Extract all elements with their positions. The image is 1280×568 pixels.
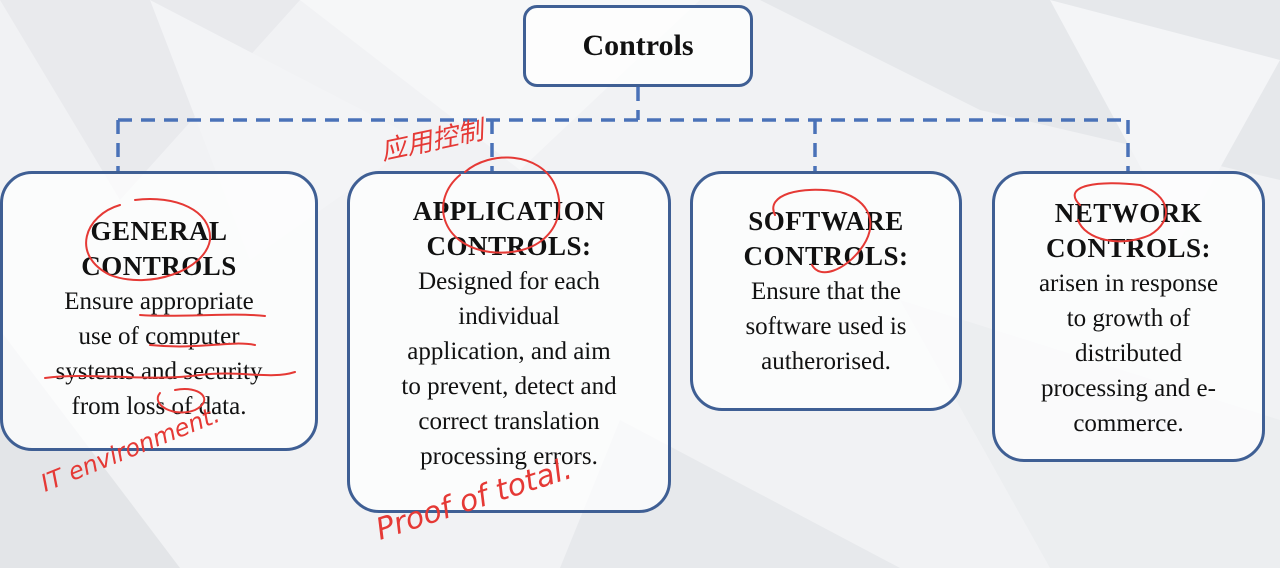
description-line: Ensure appropriate xyxy=(64,288,254,315)
heading-line: CONTROLS xyxy=(81,251,237,281)
network-controls-box: NETWORK CONTROLS: arisen in response to … xyxy=(992,171,1265,462)
description-line: commerce. xyxy=(1073,410,1184,437)
general-controls-box: GENERAL CONTROLS Ensure appropriate use … xyxy=(0,171,318,451)
description-line: systems and security xyxy=(55,358,263,385)
software-controls-box: SOFTWARE CONTROLS: Ensure that the softw… xyxy=(690,171,962,411)
description-line: use of computer xyxy=(78,323,240,350)
software-controls-description: Ensure that the software used is authero… xyxy=(693,274,959,379)
description-line: processing errors. xyxy=(420,443,598,470)
root-box-controls: Controls xyxy=(523,5,753,87)
description-line: Designed for each xyxy=(418,268,600,295)
description-line: application, and aim xyxy=(407,338,611,365)
description-line: correct translation xyxy=(418,408,600,435)
description-line: individual xyxy=(458,303,560,330)
heading-line: CONTROLS: xyxy=(426,231,592,261)
description-line: to growth of xyxy=(1066,305,1191,332)
network-controls-heading: NETWORK CONTROLS: xyxy=(995,196,1262,266)
description-line: to prevent, detect and xyxy=(401,373,617,400)
application-controls-description: Designed for each individual application… xyxy=(350,264,668,474)
description-line: Ensure that the xyxy=(751,278,901,305)
application-controls-box: APPLICATION CONTROLS: Designed for each … xyxy=(347,171,671,513)
heading-line: CONTROLS: xyxy=(1045,233,1212,263)
description-line: distributed xyxy=(1075,340,1182,367)
heading-line: SOFTWARE xyxy=(748,206,904,236)
software-controls-heading: SOFTWARE CONTROLS: xyxy=(693,204,959,274)
general-controls-heading: GENERAL CONTROLS xyxy=(3,214,315,284)
description-line: processing and e- xyxy=(1041,375,1216,402)
heading-line: APPLICATION xyxy=(412,196,606,226)
application-controls-heading: APPLICATION CONTROLS: xyxy=(350,194,668,264)
description-line: from loss of data. xyxy=(71,393,247,420)
description-line: software used is xyxy=(745,313,907,340)
root-title: Controls xyxy=(582,29,694,62)
heading-line: CONTROLS: xyxy=(743,241,909,271)
heading-line: GENERAL xyxy=(90,216,228,246)
description-line: autherorised. xyxy=(761,348,891,375)
network-controls-description: arisen in response to growth of distribu… xyxy=(995,266,1262,441)
heading-line: NETWORK xyxy=(1054,198,1203,228)
description-line: arisen in response xyxy=(1038,270,1219,297)
general-controls-description: Ensure appropriate use of computer syste… xyxy=(3,284,315,424)
